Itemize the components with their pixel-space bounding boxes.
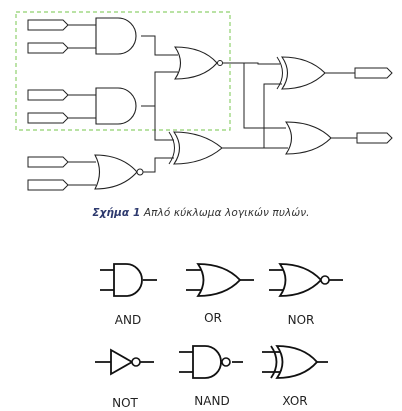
selection-box — [15, 11, 231, 131]
nor-gate-icon — [269, 263, 343, 297]
and-gate-2 — [95, 87, 137, 125]
figure-label: Σχήμα 1 — [92, 207, 141, 219]
nor-label: NOR — [287, 313, 315, 327]
output-pins — [354, 67, 393, 144]
gate-legend — [95, 263, 343, 379]
or-gate-icon — [186, 263, 254, 297]
not-gate-icon — [95, 348, 154, 376]
logic-circuit-diagram — [15, 11, 393, 191]
xor-gate-1 — [168, 131, 223, 165]
nand-label: NAND — [194, 394, 230, 408]
and-gate-1 — [95, 17, 137, 55]
nand-gate-icon — [179, 345, 243, 379]
xor-gate-2 — [276, 56, 326, 90]
xor-label: XOR — [282, 394, 308, 408]
circuit-wires — [68, 24, 357, 186]
not-label: NOT — [112, 396, 138, 410]
and-gate-icon — [100, 263, 157, 297]
figure-caption: Σχήμα 1 Απλό κύκλωμα λογικών πυλών. — [0, 207, 402, 219]
or-gate-1 — [173, 46, 223, 80]
input-pins — [27, 19, 69, 191]
caption-text: Απλό κύκλωμα λογικών πυλών. — [140, 207, 310, 219]
and-label: AND — [114, 313, 142, 327]
or-gate-2 — [284, 121, 332, 155]
xor-gate-icon — [262, 345, 328, 379]
nor-gate-1 — [94, 154, 144, 190]
or-label: OR — [204, 311, 222, 325]
